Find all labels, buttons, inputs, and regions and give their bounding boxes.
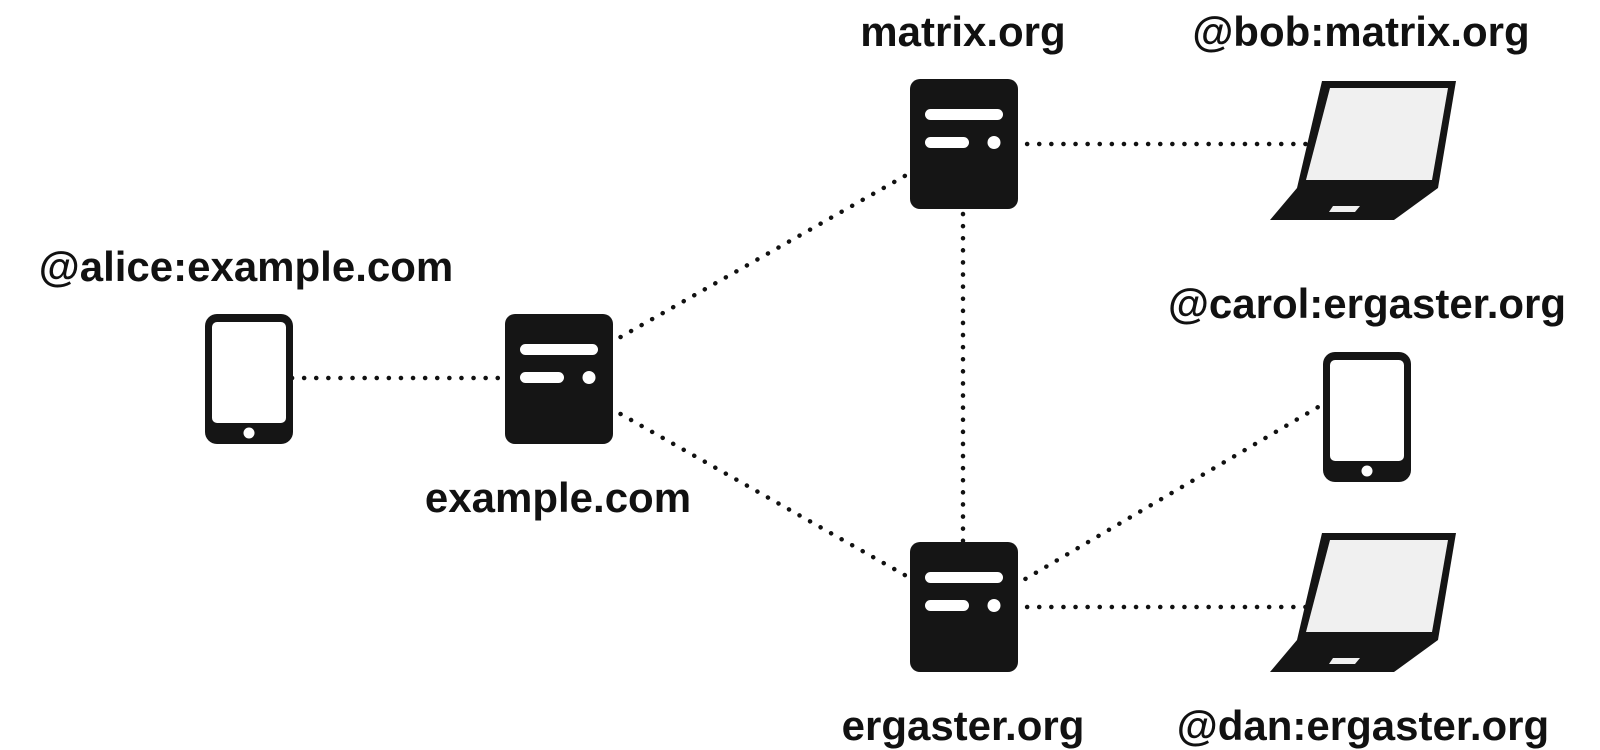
bob-label: @bob:matrix.org — [1192, 8, 1529, 55]
server-icon — [910, 542, 1018, 672]
example-server-label: example.com — [425, 474, 691, 521]
tablet-icon — [205, 314, 293, 444]
alice-label: @alice:example.com — [39, 243, 453, 290]
laptop-icon — [1270, 81, 1456, 220]
server-icon — [910, 79, 1018, 209]
connections — [289, 141, 1328, 610]
carol-label: @carol:ergaster.org — [1168, 280, 1566, 327]
matrix-server-label: matrix.org — [860, 8, 1065, 55]
link-example-matrix — [607, 170, 913, 346]
tablet-icon — [1323, 352, 1411, 482]
dan-label: @dan:ergaster.org — [1177, 702, 1549, 749]
server-icon — [505, 314, 613, 444]
laptop-icon — [1270, 533, 1456, 672]
link-ergaster-carol — [1012, 400, 1328, 588]
ergaster-server-label: ergaster.org — [842, 702, 1085, 749]
